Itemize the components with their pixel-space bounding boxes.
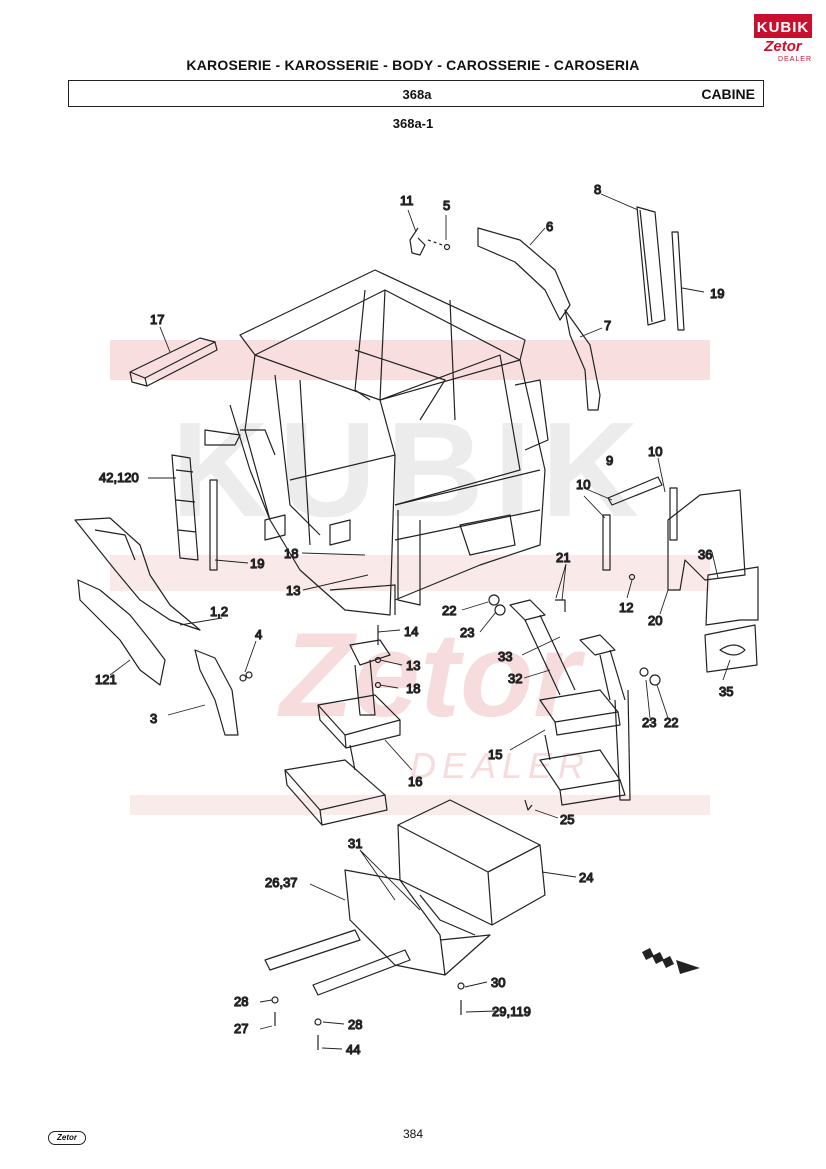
zetor-logo-text: Zetor [764, 38, 802, 55]
callout-label: 36 [698, 547, 712, 562]
section-number: 368a [402, 87, 432, 102]
callout-label: 15 [488, 747, 502, 762]
callout-label: 19 [710, 286, 724, 301]
callout-labels: 11 5 6 8 19 7 17 42,120 10 9 10 19 18 13… [94, 181, 734, 1057]
footer-zetor-logo: Zetor [48, 1131, 86, 1145]
callout-label: 10 [648, 444, 662, 459]
cab-frame [204, 269, 549, 616]
callout-label: 25 [560, 812, 574, 827]
callout-label: 23 [642, 715, 656, 730]
callout-label: 11 [400, 193, 414, 208]
callout-label: 22 [442, 603, 456, 618]
watermark-kubik-text: KUBIK [171, 394, 649, 545]
callout-label: 20 [648, 613, 662, 628]
fender-parts [74, 517, 253, 736]
callout-label: 10 [576, 477, 590, 492]
bracket-parts [602, 476, 759, 673]
callout-label: 7 [604, 318, 611, 333]
callout-label: 24 [579, 870, 593, 885]
callout-label: 18 [406, 681, 420, 696]
watermark-dealer-text: DEALER [409, 745, 591, 786]
page-number: 384 [402, 1127, 424, 1141]
watermark-band-top [110, 340, 710, 380]
clip-part [409, 227, 451, 256]
callout-label: 121 [95, 672, 117, 687]
callout-label: 32 [508, 671, 522, 686]
callout-label: 13 [406, 658, 420, 673]
callout-label: 14 [404, 624, 418, 639]
kubik-zetor-logo: KUBIK Zetor DEALER [754, 14, 812, 68]
callout-label: 42,120 [99, 470, 139, 485]
left-step-part [284, 625, 401, 826]
right-step-part [488, 594, 661, 806]
footer-logo-text: Zetor [57, 1133, 77, 1142]
callout-label: 12 [619, 600, 633, 615]
callout-label: 8 [594, 182, 601, 197]
callout-label: 4 [255, 627, 262, 642]
callout-label: 19 [250, 556, 264, 571]
callout-label: 30 [491, 975, 505, 990]
callout-label: 18 [284, 546, 298, 561]
battery-bracket-part [264, 869, 491, 1050]
callout-label: 3 [150, 711, 157, 726]
section-title-box: 368a CABINE [68, 80, 764, 107]
kubik-logo-text: KUBIK [754, 14, 812, 38]
callout-label: 29,119 [492, 1004, 531, 1019]
battery-box-part [397, 799, 546, 926]
callout-label: 31 [348, 836, 362, 851]
callout-label: 26,37 [265, 875, 298, 890]
callout-label: 6 [546, 219, 553, 234]
callout-label: 21 [556, 550, 570, 565]
section-name: CABINE [701, 86, 755, 102]
side-trim-part [171, 454, 218, 571]
direction-arrow-icon [642, 948, 700, 974]
callout-label: 9 [606, 453, 613, 468]
callout-label: 17 [150, 312, 164, 327]
rain-gutter-part [477, 227, 601, 411]
page-title: KAROSERIE - KAROSSERIE - BODY - CAROSSER… [186, 57, 640, 73]
callout-label: 27 [234, 1021, 248, 1036]
callout-label: 44 [346, 1042, 360, 1057]
callout-label: 28 [348, 1017, 362, 1032]
callout-label: 35 [719, 684, 733, 699]
callout-label: 22 [664, 715, 678, 730]
callout-label: 16 [408, 774, 422, 789]
callout-label: 13 [286, 583, 300, 598]
callout-label: 5 [443, 198, 450, 213]
dealer-logo-text: DEALER [777, 56, 812, 63]
watermark-band-bottom [130, 795, 710, 815]
callout-label: 33 [498, 649, 512, 664]
roof-profile-part [129, 337, 218, 387]
subsection-number: 368a-1 [392, 116, 434, 131]
pillar-trim-part [636, 206, 685, 331]
callout-label: 1,2 [210, 604, 228, 619]
callout-label: 28 [234, 994, 248, 1009]
callout-label: 23 [460, 625, 474, 640]
leader-lines [109, 193, 731, 1050]
